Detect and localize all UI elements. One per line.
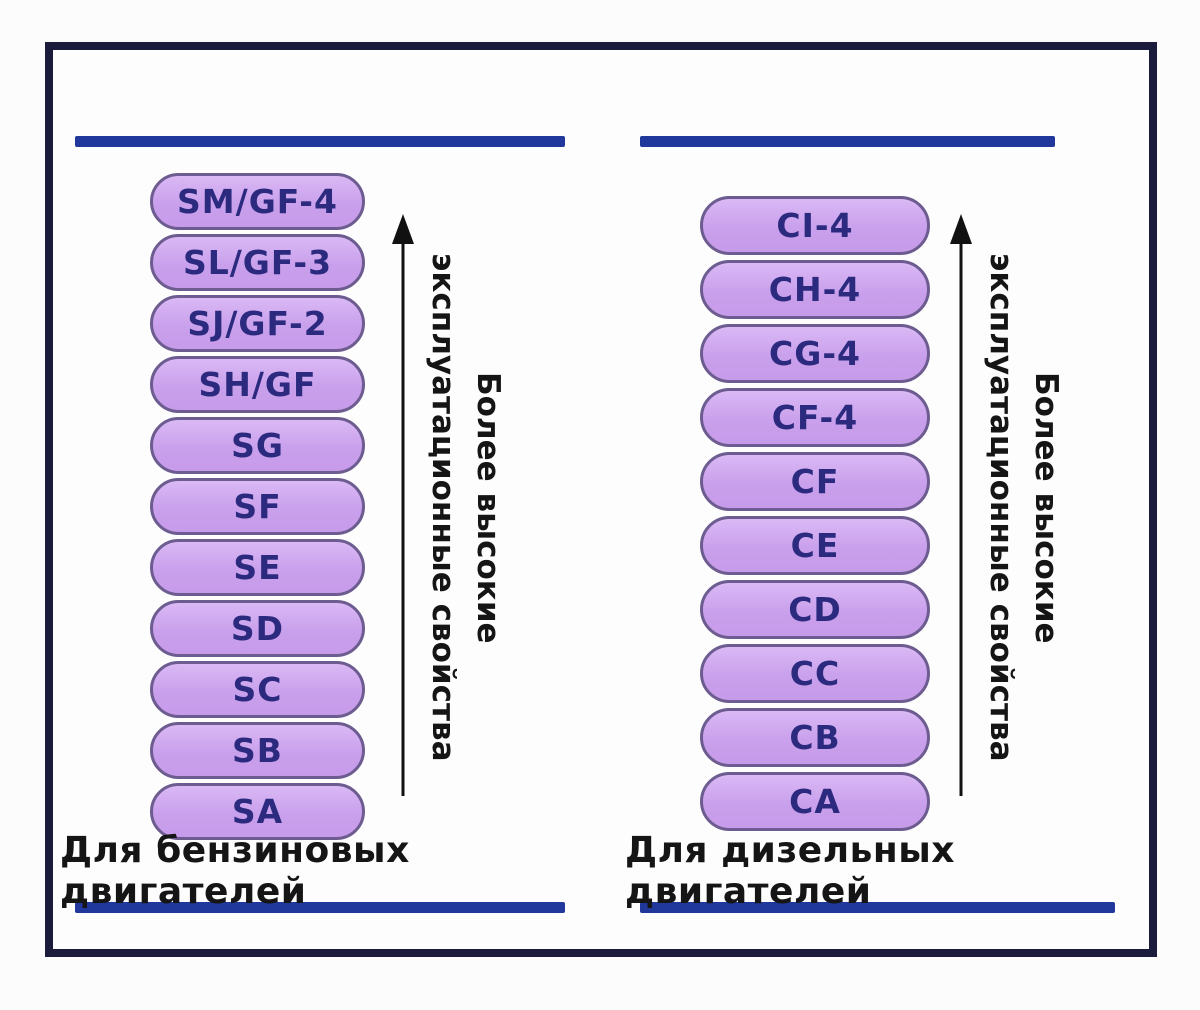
divider-bottom-right [640, 902, 1115, 913]
divider-bottom-left [75, 902, 565, 913]
pill-cf: CF [700, 452, 930, 511]
pill-sl-gf-3: SL/GF-3 [150, 234, 365, 291]
diesel-caption: Для дизельных двигателей [625, 830, 955, 912]
pill-sg: SG [150, 417, 365, 474]
diesel-arrow-label: Более высокие эксплуатационные свойства [978, 215, 1068, 800]
pill-sd: SD [150, 600, 365, 657]
pill-cd: CD [700, 580, 930, 639]
pill-cb: CB [700, 708, 930, 767]
gasoline-pill-column: SM/GF-4 SL/GF-3 SJ/GF-2 SH/GF SG SF SE S… [150, 173, 365, 840]
pill-ch-4: CH-4 [700, 260, 930, 319]
pill-sm-gf-4: SM/GF-4 [150, 173, 365, 230]
pill-sj-gf-2: SJ/GF-2 [150, 295, 365, 352]
up-arrow-icon [392, 214, 414, 796]
arrow-label-line: эксплуатационные свойства [982, 253, 1019, 762]
pill-sb: SB [150, 722, 365, 779]
arrow-shaft [959, 240, 963, 796]
arrow-label-line: Более высокие [1027, 371, 1064, 644]
diesel-pill-column: CI-4 CH-4 CG-4 CF-4 CF CE CD CC CB CA [700, 196, 930, 831]
pill-cg-4: CG-4 [700, 324, 930, 383]
pill-sh-gf: SH/GF [150, 356, 365, 413]
pill-sc: SC [150, 661, 365, 718]
pill-ca: CA [700, 772, 930, 831]
arrow-shaft [401, 240, 405, 796]
arrow-label-line: Более высокие [469, 371, 506, 644]
pill-se: SE [150, 539, 365, 596]
divider-top-left [75, 136, 565, 147]
pill-cf-4: CF-4 [700, 388, 930, 447]
up-arrow-icon [950, 214, 972, 796]
gasoline-arrow-label: Более высокие эксплуатационные свойства [420, 215, 510, 800]
pill-sa: SA [150, 783, 365, 840]
pill-ci-4: CI-4 [700, 196, 930, 255]
arrow-label-line: эксплуатационные свойства [424, 253, 461, 762]
divider-top-right [640, 136, 1055, 147]
arrow-head [392, 214, 414, 244]
arrow-head [950, 214, 972, 244]
gasoline-caption: Для бензиновых двигателей [60, 830, 410, 912]
pill-ce: CE [700, 516, 930, 575]
pill-cc: CC [700, 644, 930, 703]
pill-sf: SF [150, 478, 365, 535]
